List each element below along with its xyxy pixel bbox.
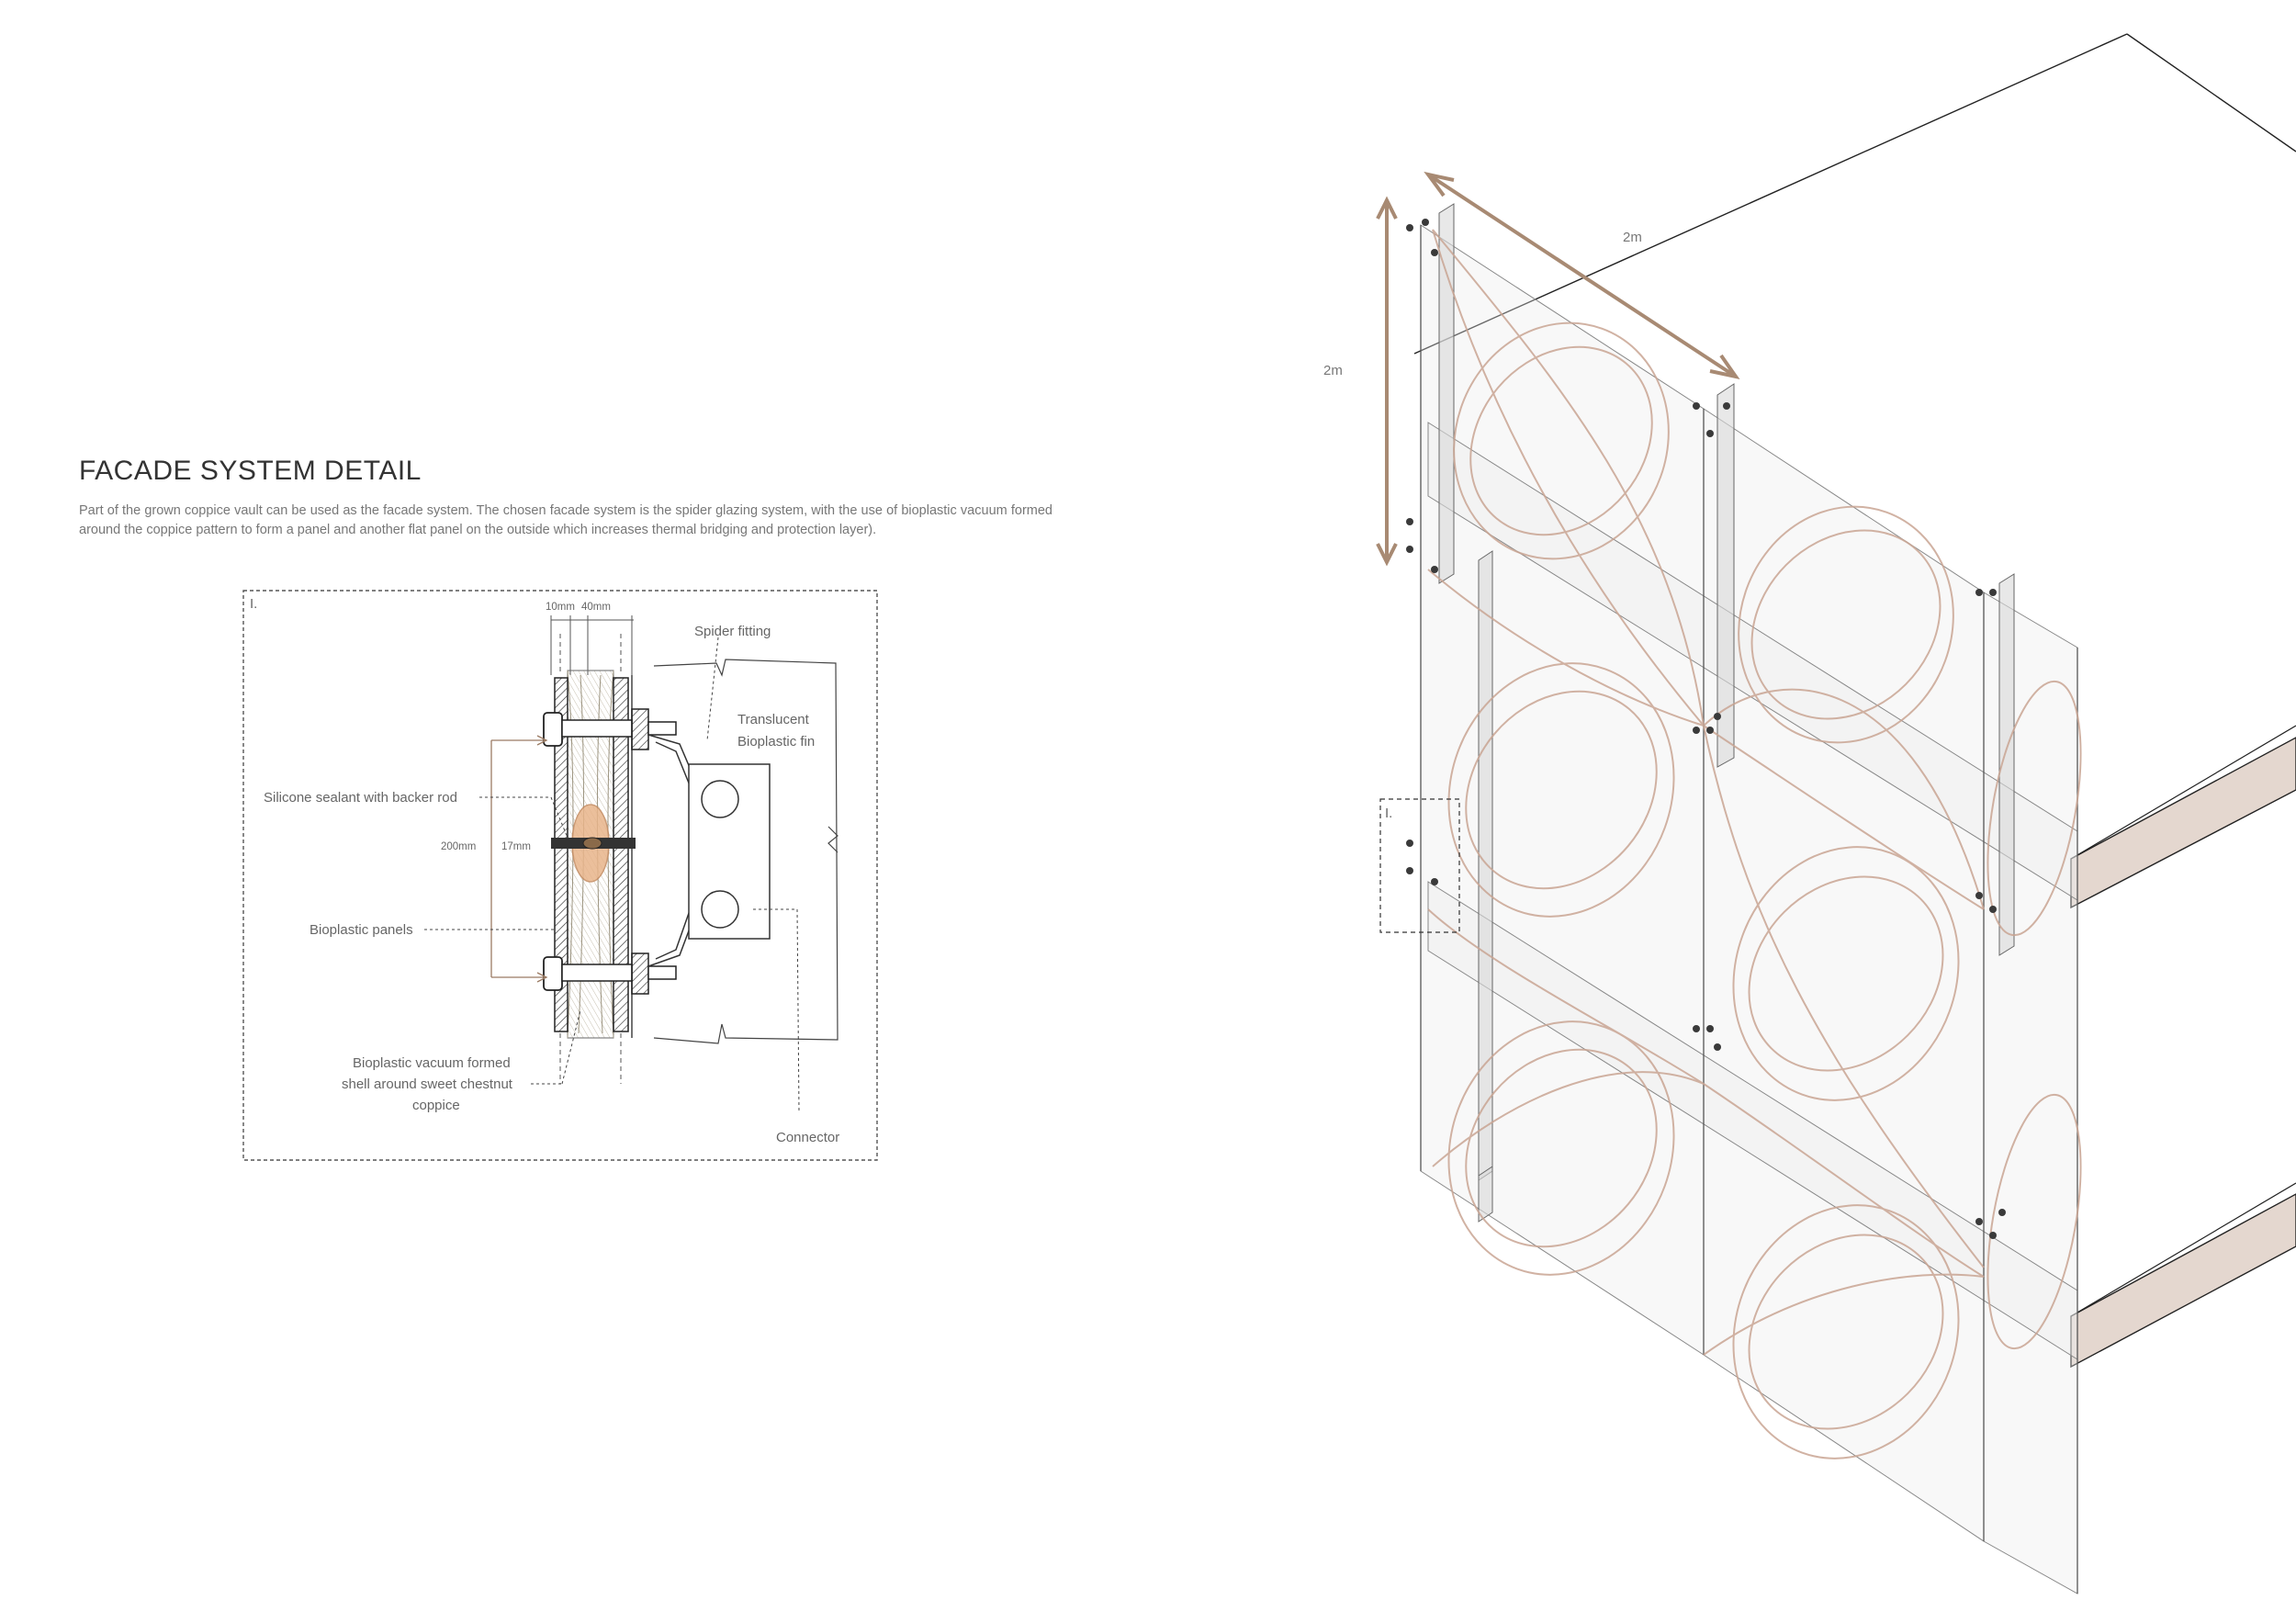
fins <box>1438 203 2015 1223</box>
dimension-arrows <box>1376 171 1740 567</box>
glass-panels <box>1420 224 2078 1595</box>
label-spider-fitting: Spider fitting <box>694 624 771 639</box>
label-fin-line1: Translucent <box>737 712 810 727</box>
dim-40mm: 40mm <box>581 602 611 613</box>
coppice-pattern <box>1427 229 2082 1460</box>
dim-200mm-lines <box>490 735 548 983</box>
label-shell-line1: Bioplastic vacuum formed <box>353 1055 511 1071</box>
label-fin-line2: Bioplastic fin <box>737 734 815 750</box>
panel-assembly <box>543 634 677 1084</box>
building-outline <box>1413 33 2296 355</box>
label-sealant: Silicone sealant with backer rod <box>264 790 457 806</box>
callout-marker: I. <box>1385 806 1392 821</box>
label-connector: Connector <box>776 1130 839 1145</box>
dim-17mm: 17mm <box>501 841 531 852</box>
floor-slab-lower <box>2070 1182 2296 1369</box>
spider-fitting-shape <box>647 659 838 1044</box>
label-shell-line3: coppice <box>412 1098 460 1113</box>
label-shell-line2: shell around sweet chestnut <box>342 1076 513 1092</box>
top-dimension-lines <box>550 615 634 675</box>
detail-marker: I. <box>250 596 257 612</box>
label-leaders <box>424 637 800 1112</box>
dim-10mm: 10mm <box>546 602 575 613</box>
detail-frame <box>242 590 878 1161</box>
spider-connectors <box>1406 219 2006 1239</box>
facade-detail-drawing: I. 10mm 40mm <box>242 590 878 1161</box>
page-title: FACADE SYSTEM DETAIL <box>79 456 422 486</box>
axonometric-facade: 2m 2m I. <box>1323 33 2296 1595</box>
description-text: Part of the grown coppice vault can be u… <box>79 503 1052 537</box>
floor-slab-upper <box>2070 725 2296 909</box>
dim-200mm: 200mm <box>441 841 476 852</box>
label-bioplastic-panels: Bioplastic panels <box>310 922 413 938</box>
dim-width-2m: 2m <box>1623 230 1642 245</box>
detail-callout-box <box>1379 798 1460 933</box>
dim-height-2m: 2m <box>1323 363 1343 378</box>
